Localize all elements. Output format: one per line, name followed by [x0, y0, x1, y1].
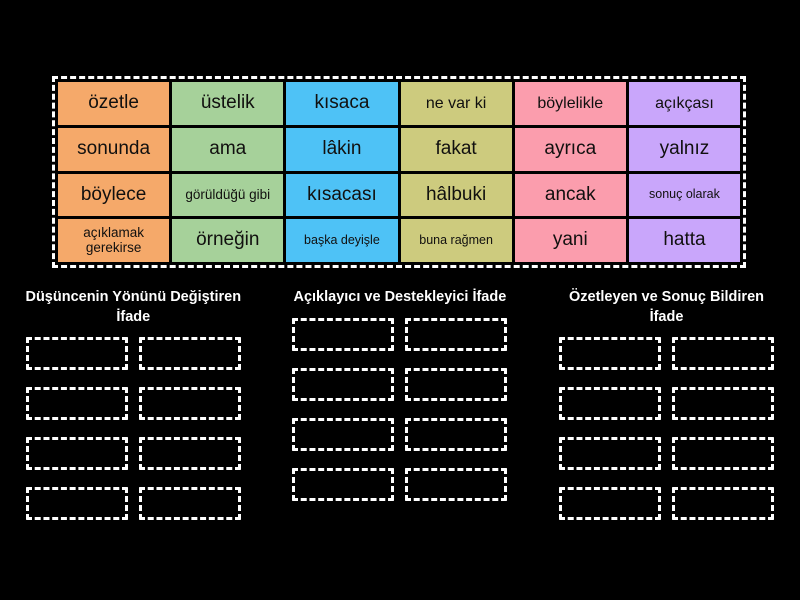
drop-slot[interactable] [292, 317, 395, 351]
drop-slot[interactable] [405, 367, 508, 401]
word-tile[interactable]: kısaca [286, 82, 398, 125]
word-tile[interactable]: ne var ki [400, 82, 512, 125]
drop-slot[interactable] [405, 317, 508, 351]
drop-slot-grid [25, 337, 241, 521]
word-tile[interactable]: ancak [514, 173, 626, 217]
word-tile[interactable]: özetle [58, 82, 170, 125]
drop-slot[interactable] [292, 467, 395, 501]
drop-slot[interactable] [138, 387, 241, 421]
word-tile[interactable]: başka deyişle [286, 219, 398, 262]
drop-slot[interactable] [25, 437, 128, 471]
word-tile[interactable]: hatta [628, 219, 741, 262]
drop-slot[interactable] [292, 367, 395, 401]
drop-slot[interactable] [25, 337, 128, 371]
drop-slot[interactable] [671, 337, 774, 371]
drop-slot-grid [292, 317, 508, 501]
drop-slot[interactable] [138, 487, 241, 521]
drop-slot[interactable] [558, 487, 661, 521]
word-tile[interactable]: fakat [400, 127, 512, 171]
word-tile[interactable]: ama [172, 127, 284, 171]
word-tile[interactable]: kısacası [286, 173, 398, 217]
drop-slot[interactable] [671, 487, 774, 521]
drop-slot[interactable] [405, 417, 508, 451]
word-tile[interactable]: üstelik [172, 82, 284, 125]
word-tile[interactable]: yani [514, 219, 626, 262]
drop-slot[interactable] [25, 487, 128, 521]
drop-slot[interactable] [671, 437, 774, 471]
drop-slot-grid [558, 337, 774, 521]
word-tile[interactable]: böylece [58, 173, 170, 217]
word-tile[interactable]: böylelikle [514, 82, 626, 125]
word-tile[interactable]: hâlbuki [400, 173, 512, 217]
drop-slot[interactable] [558, 387, 661, 421]
category-title: Açıklayıcı ve Destekleyici İfade [293, 289, 507, 305]
word-tile[interactable]: sonunda [58, 127, 170, 171]
category-title: Özetleyen ve Sonuç Bildiren İfade [568, 289, 764, 325]
drop-slot[interactable] [138, 337, 241, 371]
drop-slot[interactable] [558, 337, 661, 371]
drop-slot[interactable] [292, 417, 395, 451]
category-columns: Düşüncenin Yönünü Değiştiren İfade Açıkla… [0, 288, 800, 521]
category-title: Düşüncenin Yönünü Değiştiren İfade [25, 289, 242, 325]
drop-slot[interactable] [405, 467, 508, 501]
word-tile[interactable]: açıkçası [628, 82, 741, 125]
word-tile[interactable]: lâkin [286, 127, 398, 171]
word-tile[interactable]: buna rağmen [400, 219, 512, 262]
word-tile[interactable]: açıklamak gerekirse [58, 219, 170, 262]
drop-slot[interactable] [138, 437, 241, 471]
word-tile[interactable]: ayrıca [514, 127, 626, 171]
word-tile[interactable]: örneğin [172, 219, 284, 262]
category-ozetleyen: Özetleyen ve Sonuç Bildiren İfade [533, 288, 800, 521]
drop-slot[interactable] [558, 437, 661, 471]
drop-slot[interactable] [671, 387, 774, 421]
drop-slot[interactable] [25, 387, 128, 421]
word-tile[interactable]: yalnız [628, 127, 741, 171]
category-aciklayici: Açıklayıcı ve Destekleyici İfade [267, 288, 534, 520]
word-tile[interactable]: görüldüğü gibi [172, 173, 284, 217]
word-tile[interactable]: sonuç olarak [628, 173, 741, 217]
category-degistiren: Düşüncenin Yönünü Değiştiren İfade [0, 288, 267, 521]
